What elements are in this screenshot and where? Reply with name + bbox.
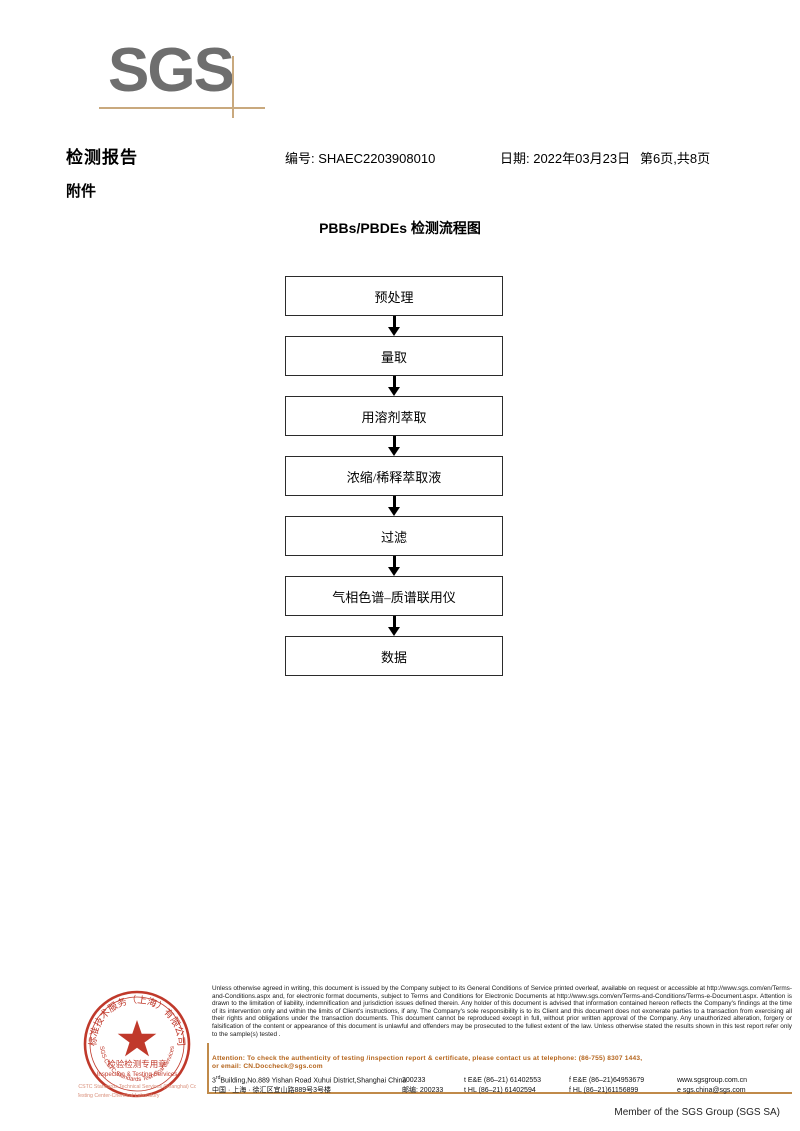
flow-arrow-6: [285, 616, 503, 636]
sgs-logo: SGS: [99, 36, 265, 118]
flow-arrow-3: [285, 436, 503, 456]
inspection-stamp: 标准技术服务（上海）有限公司 SGS-CSTC Standards Techni…: [78, 987, 196, 1105]
flow-node-pretreatment: 预处理: [285, 276, 503, 316]
flow-arrow-1: [285, 316, 503, 336]
sgs-group-member-note: Member of the SGS Group (SGS SA): [614, 1107, 780, 1118]
svg-text:检验检测专用章: 检验检测专用章: [107, 1059, 167, 1069]
flow-node-gcms: 气相色谱–质谱联用仪: [285, 576, 503, 616]
address-row-en: 3rdBuilding,No.889 Yishan Road Xuhui Dis…: [212, 1073, 797, 1086]
page-footer: 标准技术服务（上海）有限公司 SGS-CSTC Standards Techni…: [0, 975, 800, 1131]
flow-node-measure: 量取: [285, 336, 503, 376]
fax-hl: f HL (86–21)61156899: [569, 1087, 639, 1095]
legal-terms-text: Unless otherwise agreed in writing, this…: [212, 985, 792, 1038]
telephone-ee: t E&E (86–21) 61402553: [464, 1077, 542, 1085]
attention-line-2: or email: CN.Doccheck@sgs.com: [212, 1063, 323, 1070]
flow-node-concentrate-dilute: 浓缩/稀释萃取液: [285, 456, 503, 496]
flow-arrow-4: [285, 496, 503, 516]
flowchart: 预处理 量取 用溶剂萃取 浓缩/稀释萃取液 过滤 气相色谱–质谱联用仪 数据: [285, 276, 503, 676]
website-link[interactable]: www.sgsgroup.com.cn: [677, 1077, 748, 1085]
svg-text:Inspection & Testing Services: Inspection & Testing Services: [97, 1071, 178, 1078]
page-indicator: 第6页,共8页: [640, 151, 711, 166]
postcode-en: 200233: [402, 1077, 426, 1085]
fax-ee: f E&E (86–21)64953679: [569, 1077, 645, 1085]
page-subtitle: 附件: [66, 183, 97, 200]
svg-text:SGS-CSTC Standards Technical S: SGS-CSTC Standards Technical Services (S…: [78, 1084, 196, 1090]
flow-arrow-2: [285, 376, 503, 396]
sgs-logo-text: SGS: [108, 36, 235, 105]
footer-horizontal-divider: [207, 1092, 792, 1094]
attention-notice: Attention: To check the authenticity of …: [212, 1055, 792, 1071]
address-cn: 中国 · 上海 · 徐汇区宜山路889号3号楼: [212, 1087, 332, 1095]
logo-vertical-rule: [232, 56, 234, 118]
logo-horizontal-rule: [99, 107, 265, 109]
address-en: 3rdBuilding,No.889 Yishan Road Xuhui Dis…: [212, 1075, 407, 1085]
flow-arrow-5: [285, 556, 503, 576]
telephone-hl: t HL (86–21) 61402594: [464, 1087, 536, 1095]
flowchart-title: PBBs/PBDEs 检测流程图: [319, 220, 481, 236]
address-row-cn: 中国 · 上海 · 徐汇区宜山路889号3号楼 邮编: 200233 t HL …: [212, 1086, 797, 1096]
flow-node-data: 数据: [285, 636, 503, 676]
page-title: 检测报告: [66, 148, 138, 167]
svg-text:Testing Center-Chemical Labora: Testing Center-Chemical Laboratory: [78, 1093, 160, 1099]
footer-vertical-divider: [207, 1043, 209, 1093]
attention-line-1: Attention: To check the authenticity of …: [212, 1055, 643, 1062]
postcode-cn: 邮编: 200233: [402, 1087, 444, 1095]
flow-node-solvent-extraction: 用溶剂萃取: [285, 396, 503, 436]
report-number: 编号: SHAEC2203908010: [285, 151, 436, 166]
flow-node-filtration: 过滤: [285, 516, 503, 556]
report-date: 日期: 2022年03月23日: [500, 151, 631, 166]
company-address-block: 3rdBuilding,No.889 Yishan Road Xuhui Dis…: [212, 1073, 797, 1096]
email-link[interactable]: e sgs.china@sgs.com: [677, 1087, 746, 1095]
